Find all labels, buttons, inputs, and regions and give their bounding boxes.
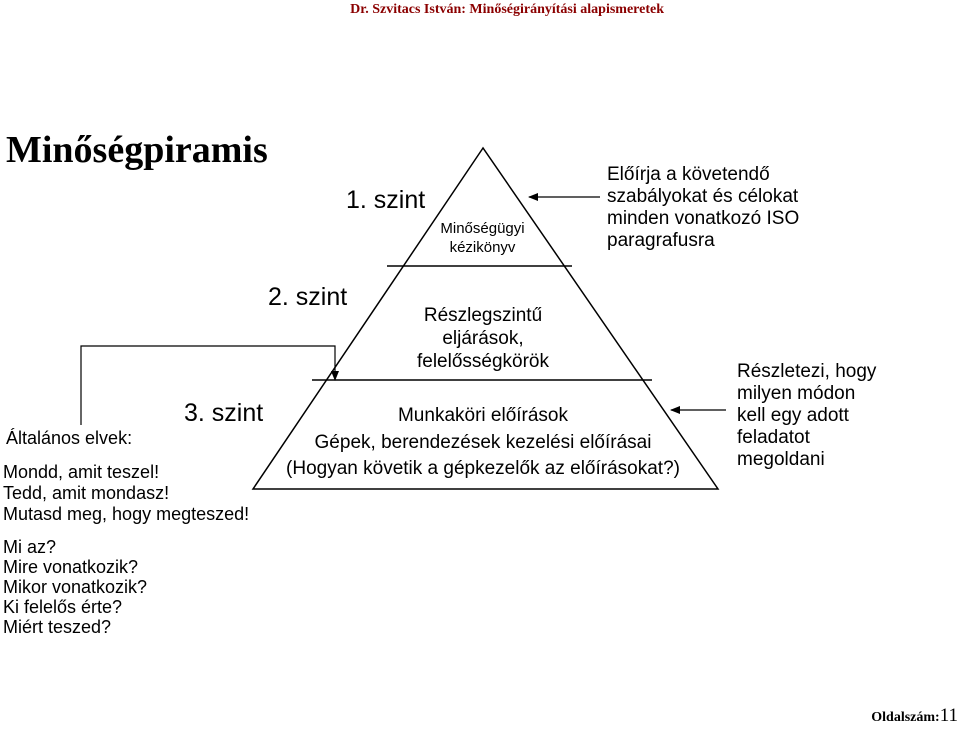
level-2-label: 2. szint xyxy=(268,283,348,311)
connector-left xyxy=(80,345,339,425)
general-principles-label: Általános elvek: xyxy=(6,428,133,448)
slide-title: Minőségpiramis xyxy=(6,129,268,171)
pyramid-outline xyxy=(251,146,720,490)
page-number-label: Oldalszám: xyxy=(871,710,940,725)
principles-list: Mondd, amit teszel! Tedd, amit mondasz! … xyxy=(3,462,250,524)
pyramid-middle-text: Részlegszintű eljárások, felelősségkörök xyxy=(416,305,550,372)
page-header: Dr. Szvitacs István: Minőségirányítási a… xyxy=(350,2,664,17)
right-bottom-description: Részletezi, hogy milyen módon kell egy a… xyxy=(737,361,877,470)
pyramid-bottom-line1: Munkaköri előírások xyxy=(397,405,569,426)
pyramid-top-text: Minőségügyi kézikönyv xyxy=(440,220,525,256)
level-1-label: 1. szint xyxy=(346,186,426,214)
pyramid-bottom-line2: Gépek, berendezések kezelési előírásai xyxy=(314,432,652,453)
pyramid-bottom-line3: (Hogyan követik a gépkezelők az előíráso… xyxy=(286,458,680,479)
questions-list: Mi az? Mire vonatkozik? Mikor vonatkozik… xyxy=(3,537,148,637)
level-3-label: 3. szint xyxy=(184,399,264,427)
page-number-value: 11 xyxy=(939,705,958,726)
right-top-description: Előírja a követendő szabályokat és célok… xyxy=(607,164,800,251)
page-number: Oldalszám:11 xyxy=(871,705,958,727)
